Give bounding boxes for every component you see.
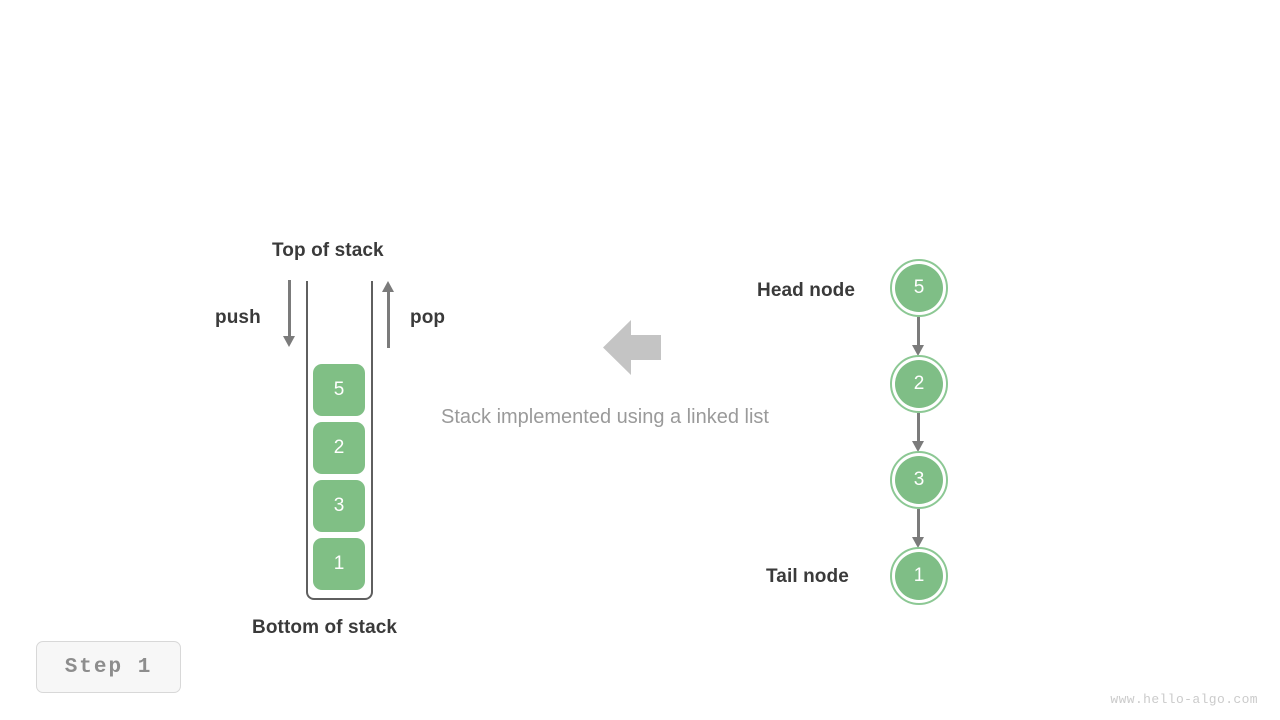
linked-list-link-shaft [917,509,920,540]
pop-label: pop [410,307,446,328]
push-arrow-head-icon [283,336,295,347]
pop-arrow-shaft [387,291,390,348]
stack-container-bottom [306,578,373,600]
stack-wall-left [306,281,308,590]
stack-cell-value: 3 [333,495,345,516]
linked-list-node-value-wrap: 1 [895,552,943,600]
linked-list-node[interactable]: 1 [890,547,948,605]
stack-wall-right [371,281,373,590]
stack-cell-value: 5 [333,379,345,400]
tail-node-label: Tail node [766,566,849,587]
linked-list-link-arrow-icon [912,537,924,548]
push-arrow-shaft [288,280,291,338]
stack-cell[interactable]: 5 [313,364,365,416]
watermark: www.hello-algo.com [1110,692,1258,707]
linked-list-node[interactable]: 2 [890,355,948,413]
linked-list-link-arrow-icon [912,441,924,452]
linked-list-node-value: 2 [913,373,925,394]
stack-cell[interactable]: 3 [313,480,365,532]
linked-list-node-value-wrap: 5 [895,264,943,312]
linked-list-node-value: 5 [913,277,925,298]
linked-list-link-shaft [917,317,920,348]
linked-list-node-value-wrap: 2 [895,360,943,408]
stack-cell-value: 1 [333,553,345,574]
step-badge: Step 1 [36,641,181,693]
linked-list-node-value-wrap: 3 [895,456,943,504]
linked-list-link-shaft [917,413,920,444]
stack-cell-value: 2 [333,437,345,458]
stack-cell[interactable]: 1 [313,538,365,590]
pop-arrow-head-icon [382,281,394,292]
diagram-caption: Stack implemented using a linked list [441,406,769,428]
linked-list-node[interactable]: 5 [890,259,948,317]
linked-list-node-value: 1 [913,565,925,586]
left-arrow-icon [603,320,661,375]
linked-list-node-value: 3 [913,469,925,490]
head-node-label: Head node [757,280,856,301]
linked-list-link-arrow-icon [912,345,924,356]
top-of-stack-label: Top of stack [272,240,384,261]
bottom-of-stack-label: Bottom of stack [252,617,398,638]
linked-list-node[interactable]: 3 [890,451,948,509]
stack-cell[interactable]: 2 [313,422,365,474]
push-label: push [215,307,261,328]
